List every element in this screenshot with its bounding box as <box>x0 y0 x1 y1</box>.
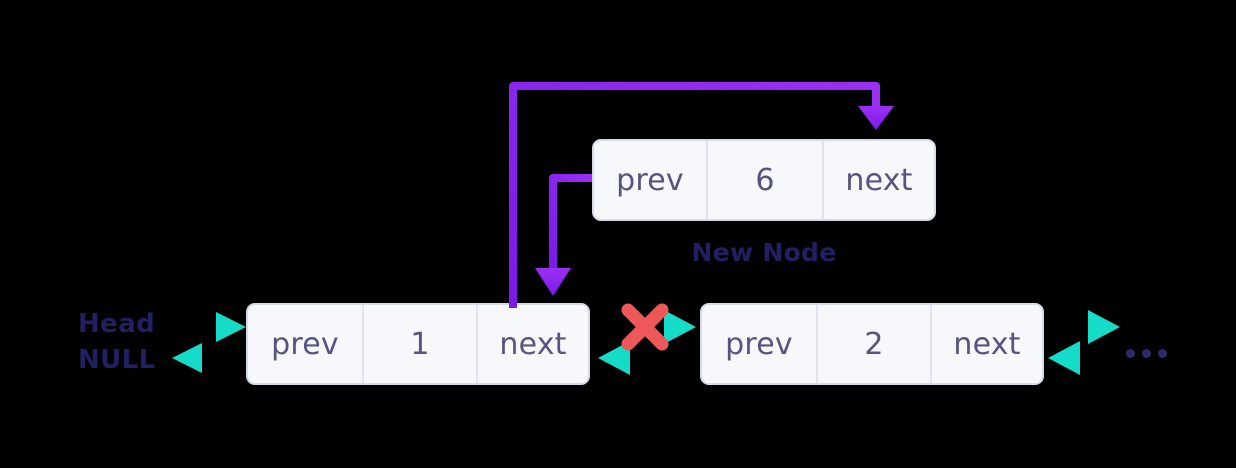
node-one-prev-cell[interactable]: prev <box>271 326 339 362</box>
ellipsis-dot <box>1142 349 1151 358</box>
node-two-next-cell[interactable]: next <box>930 305 1042 383</box>
link-node2-to-tail <box>1048 310 1120 344</box>
node-one-next-cell[interactable]: next <box>476 305 588 383</box>
node-two-prev-cell[interactable]: prev <box>725 326 793 362</box>
new-node-value-cell[interactable]: 6 <box>706 141 822 219</box>
head-label: Head <box>78 309 156 339</box>
link-head-to-node1 <box>172 312 246 342</box>
pointer-newnode-prev-to-node1 <box>535 174 592 296</box>
link-node1-to-null <box>172 343 246 373</box>
node-two-value-cell[interactable]: 2 <box>816 305 930 383</box>
link-node2-to-node1 <box>598 341 700 375</box>
null-label: NULL <box>78 345 156 375</box>
node-one[interactable]: prev 1 next <box>246 303 590 385</box>
link-node1-to-node2 <box>594 310 696 344</box>
new-node-caption: New Node <box>691 238 837 267</box>
new-node-prev-cell[interactable]: prev <box>616 162 684 198</box>
x-mark-icon <box>621 303 669 351</box>
ellipsis-dot <box>1126 349 1135 358</box>
pointer-node1-next-to-newnode <box>509 82 894 308</box>
link-tail-to-node2 <box>1048 341 1120 375</box>
ellipsis-indicator <box>1126 349 1167 358</box>
node-one-value-cell[interactable]: 1 <box>362 305 476 383</box>
ellipsis-dot <box>1158 349 1167 358</box>
node-two[interactable]: prev 2 next <box>700 303 1044 385</box>
new-node[interactable]: prev 6 next <box>592 139 936 221</box>
new-node-next-cell[interactable]: next <box>822 141 934 219</box>
head-null-label: Head NULL <box>78 306 188 378</box>
